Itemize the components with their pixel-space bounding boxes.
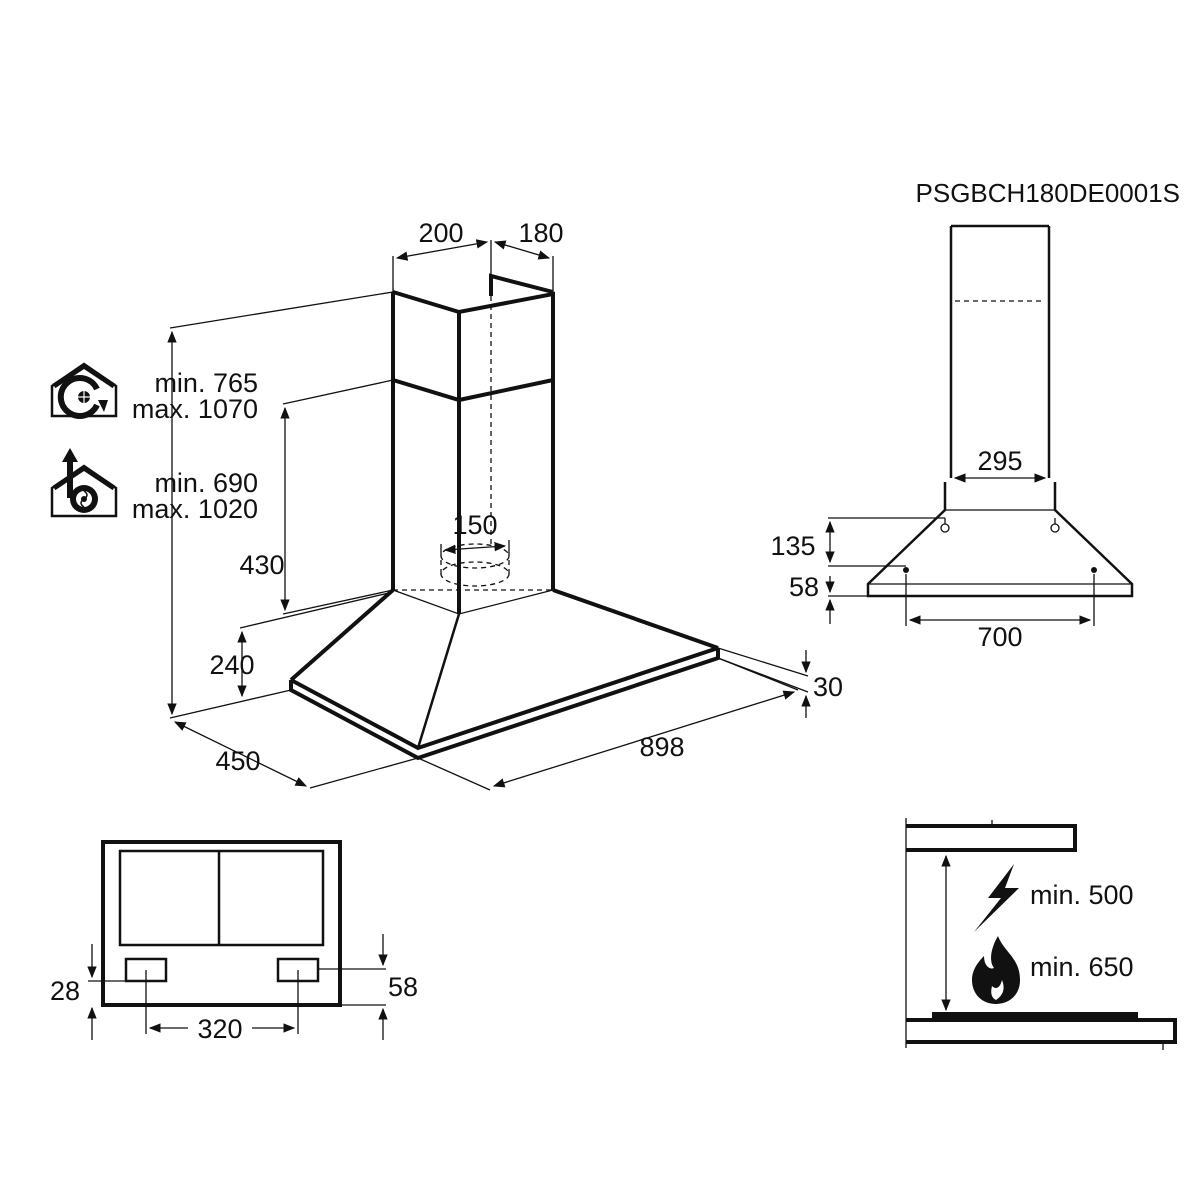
bracket-offset-label: 135 [770,531,815,561]
lower-chimney-height-label: 430 [239,550,284,580]
main-isometric-view: 200 180 430 240 150 450 898 30 [50,218,843,791]
flame-icon [972,936,1020,1004]
extraction-mode-icon [50,448,118,518]
canopy-height-label: 240 [209,650,254,680]
recirculation-max-label: max. 1070 [132,394,258,424]
bottom-right-offset-label: 58 [388,972,418,1002]
chimney-width-label: 200 [418,218,463,248]
rim-height-label: 30 [813,672,843,702]
electric-min-label: min. 500 [1030,880,1134,910]
chimney-depth-label: 180 [518,218,563,248]
width-label: 898 [639,732,684,762]
lightning-icon [974,864,1019,932]
gas-min-label: min. 650 [1030,952,1134,982]
depth-label: 450 [215,746,260,776]
front-view: 295 135 58 700 [770,224,1134,652]
bottom-spacing-label: 320 [197,1014,242,1044]
recirculation-mode-icon [50,362,118,419]
model-code: PSGBCH180DE0001S [916,178,1180,208]
extraction-min-label: min. 690 [154,468,258,498]
front-chimney-width-label: 295 [977,446,1022,476]
outlet-diameter-label: 150 [452,510,497,540]
bottom-left-offset-label: 28 [50,976,80,1006]
extraction-max-label: max. 1020 [132,494,258,524]
bottom-view: 28 58 320 [50,840,418,1044]
recirculation-min-label: min. 765 [154,368,258,398]
clearance-view: min. 500 min. 650 [905,818,1177,1050]
edge-offset-label: 58 [789,572,819,602]
hole-spacing-label: 700 [977,622,1022,652]
